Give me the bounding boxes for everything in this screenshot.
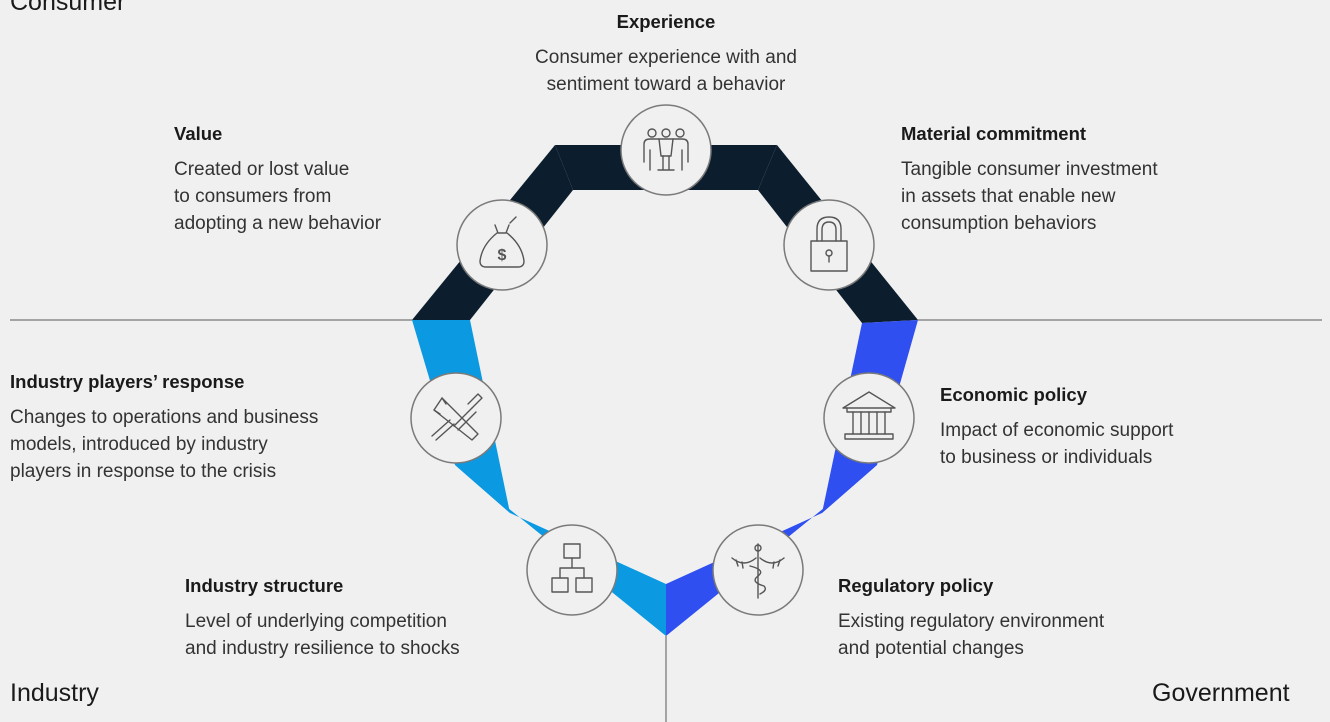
svg-text:$: $ — [498, 247, 507, 264]
value-node: $ — [456, 199, 548, 291]
section-government: Government — [1152, 679, 1290, 707]
economic-block: Economic policy Impact of economic suppo… — [940, 383, 1270, 471]
value-desc: Created or lost value to consumers from … — [174, 159, 382, 234]
economic-title: Economic policy — [940, 384, 1088, 405]
value-block: Value Created or lost value to consumers… — [174, 122, 464, 237]
caduceus-icon — [731, 543, 785, 599]
material-desc: Tangible consumer investment in assets t… — [901, 159, 1158, 234]
bank-icon — [842, 391, 896, 440]
people-icon — [643, 128, 689, 171]
players-desc: Changes to operations and business model… — [10, 407, 319, 482]
structure-block: Industry structure Level of underlying c… — [185, 574, 555, 662]
material-node — [783, 199, 875, 291]
experience-node — [620, 104, 712, 196]
players-node — [410, 372, 502, 464]
regulatory-block: Regulatory policy Existing regulatory en… — [838, 574, 1198, 662]
structure-title: Industry structure — [185, 575, 344, 596]
experience-desc: Consumer experience with and sentiment t… — [535, 47, 797, 95]
regulatory-node — [712, 524, 804, 616]
economic-desc: Impact of economic support to business o… — [940, 420, 1174, 468]
padlock-icon — [810, 216, 848, 272]
org-chart-icon — [551, 543, 593, 593]
experience-block: Experience Consumer experience with and … — [466, 10, 866, 98]
structure-node — [526, 524, 618, 616]
players-block: Industry players’ response Changes to op… — [10, 370, 410, 485]
material-block: Material commitment Tangible consumer in… — [901, 122, 1261, 237]
value-title: Value — [174, 123, 223, 144]
structure-desc: Level of underlying competition and indu… — [185, 611, 460, 659]
money-bag-icon: $ — [479, 216, 525, 268]
experience-title: Experience — [616, 11, 716, 32]
economic-node — [823, 372, 915, 464]
regulatory-title: Regulatory policy — [838, 575, 994, 596]
regulatory-desc: Existing regulatory environment and pote… — [838, 611, 1105, 659]
players-title: Industry players’ response — [10, 371, 245, 392]
material-title: Material commitment — [901, 123, 1087, 144]
section-consumer: Consumer — [10, 0, 126, 16]
section-industry: Industry — [10, 679, 99, 707]
tools-icon — [431, 393, 483, 441]
